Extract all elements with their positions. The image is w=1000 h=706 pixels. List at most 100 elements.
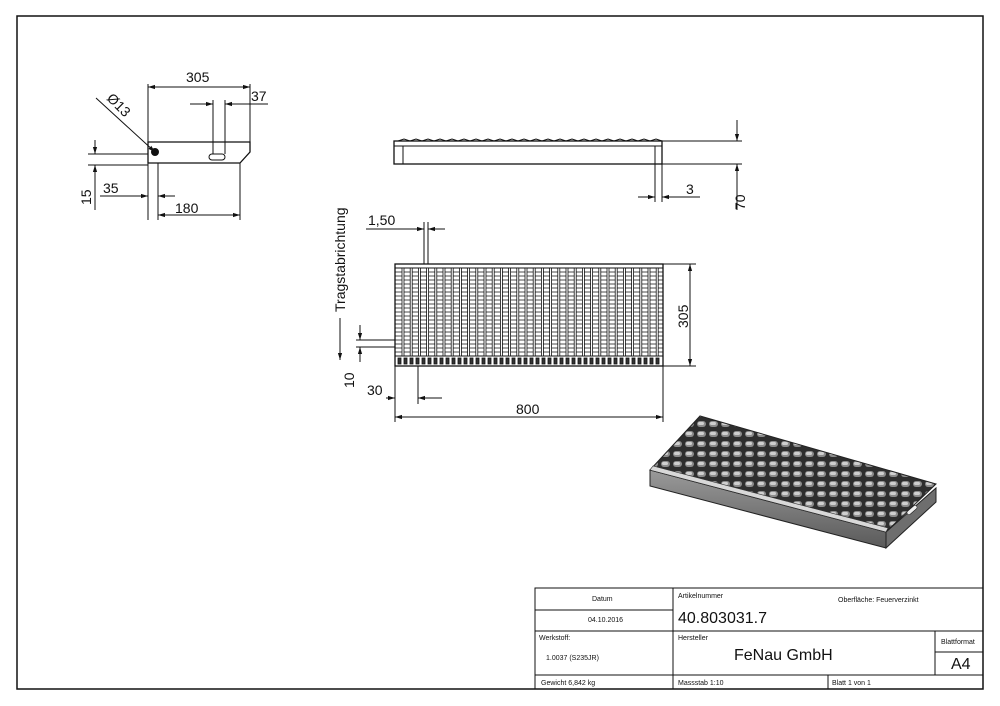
cross-bar [499,267,503,357]
werkstoff-label: Werkstoff: [539,635,570,642]
cross-bar [442,267,446,357]
nosing-serration [589,357,594,365]
cross-bar [590,267,593,357]
nosing-serration [445,357,450,365]
front-dim-3: 3 [686,181,694,197]
artikel-value: 40.803031.7 [678,610,767,627]
nosing-serration [535,357,540,365]
nosing-serration [457,357,462,365]
cross-bar [467,267,471,357]
nosing-serration [595,357,600,365]
nosing-serration [409,357,414,365]
nosing-serration [559,357,564,365]
top-view-dimensions [337,222,696,422]
werkstoff-value: 1.0037 (S235JR) [546,655,599,662]
top-dim-800: 800 [516,401,540,417]
nosing-serration [499,357,504,365]
nosing-serration [649,357,654,365]
massstab: Massstab 1:10 [678,680,724,687]
cross-bar [606,267,610,357]
nosing-serration [505,357,510,365]
cross-bar [409,267,413,357]
nosing-serration [613,357,618,365]
cross-bar [647,267,651,357]
cross-bar [582,267,585,357]
cross-bar [532,267,536,357]
cross-bar [541,267,544,357]
nosing-serration [487,357,492,365]
nosing-serration [403,357,408,365]
cross-bar [631,267,634,357]
side-dim-180: 180 [175,200,199,216]
cross-bar [565,267,569,357]
side-dim-hole: Ø13 [104,90,134,120]
cross-bar [598,267,602,357]
nosing-serration [637,357,642,365]
cross-bar [434,267,438,357]
title-block [534,587,984,690]
isometric-view [649,415,937,550]
nosing-serration [583,357,588,365]
cross-bar [508,267,512,357]
cross-bar [483,267,487,357]
nosing-serration [577,357,582,365]
nosing-serration [427,357,432,365]
cross-bar [417,267,421,357]
nosing-serration [655,357,660,365]
top-dim-30: 30 [367,382,383,398]
cross-bar [524,267,528,357]
nosing-serration [607,357,612,365]
side-dim-15: 15 [78,189,94,205]
nosing-serration [547,357,552,365]
nosing-serration [481,357,486,365]
nosing-serration [631,357,636,365]
top-dim-10: 10 [341,372,357,388]
nosing-serration [643,357,648,365]
sheet-border [16,15,984,690]
cross-bar [614,267,618,357]
nosing-serration [571,357,576,365]
cross-bar [623,267,626,357]
cross-bar [475,267,479,357]
side-dim-35: 35 [103,180,119,196]
side-dim-305: 305 [186,69,210,85]
oberflaeche: Oberfläche: Feuerverzinkt [838,597,919,604]
hersteller-label: Hersteller [678,635,709,642]
nosing-serration [421,357,426,365]
nosing-serration [619,357,624,365]
datum-value: 04.10.2016 [588,617,623,624]
nosing-serration [397,357,402,365]
nosing-serration [541,357,546,365]
nosing-serration [601,357,606,365]
blattformat-value: A4 [951,656,971,673]
nosing-serration [493,357,498,365]
side-dim-37: 37 [251,88,267,104]
cross-bar [401,267,405,357]
top-dim-305: 305 [675,304,691,328]
nosing-serration [463,357,468,365]
side-view [88,84,268,220]
cross-bar [573,267,577,357]
cross-bar [491,267,495,357]
datum-label: Datum [592,596,613,603]
cross-bar [458,267,462,357]
gewicht: Gewicht 6,842 kg [541,680,595,687]
nosing-serration [469,357,474,365]
cross-bar [557,267,561,357]
cross-bar [516,267,520,357]
nosing-serration [511,357,516,365]
top-dim-150: 1,50 [368,212,395,228]
nosing-serration [439,357,444,365]
front-view [393,120,742,210]
top-view [394,263,664,367]
front-dim-70: 70 [732,194,748,210]
nosing-serration [415,357,420,365]
blattformat-label: Blattformat [941,639,975,646]
nosing-serration [451,357,456,365]
grating-bars [395,267,663,365]
blatt: Blatt 1 von 1 [832,680,871,687]
nosing-serration [433,357,438,365]
nosing-serration [553,357,558,365]
cross-bar [450,267,454,357]
